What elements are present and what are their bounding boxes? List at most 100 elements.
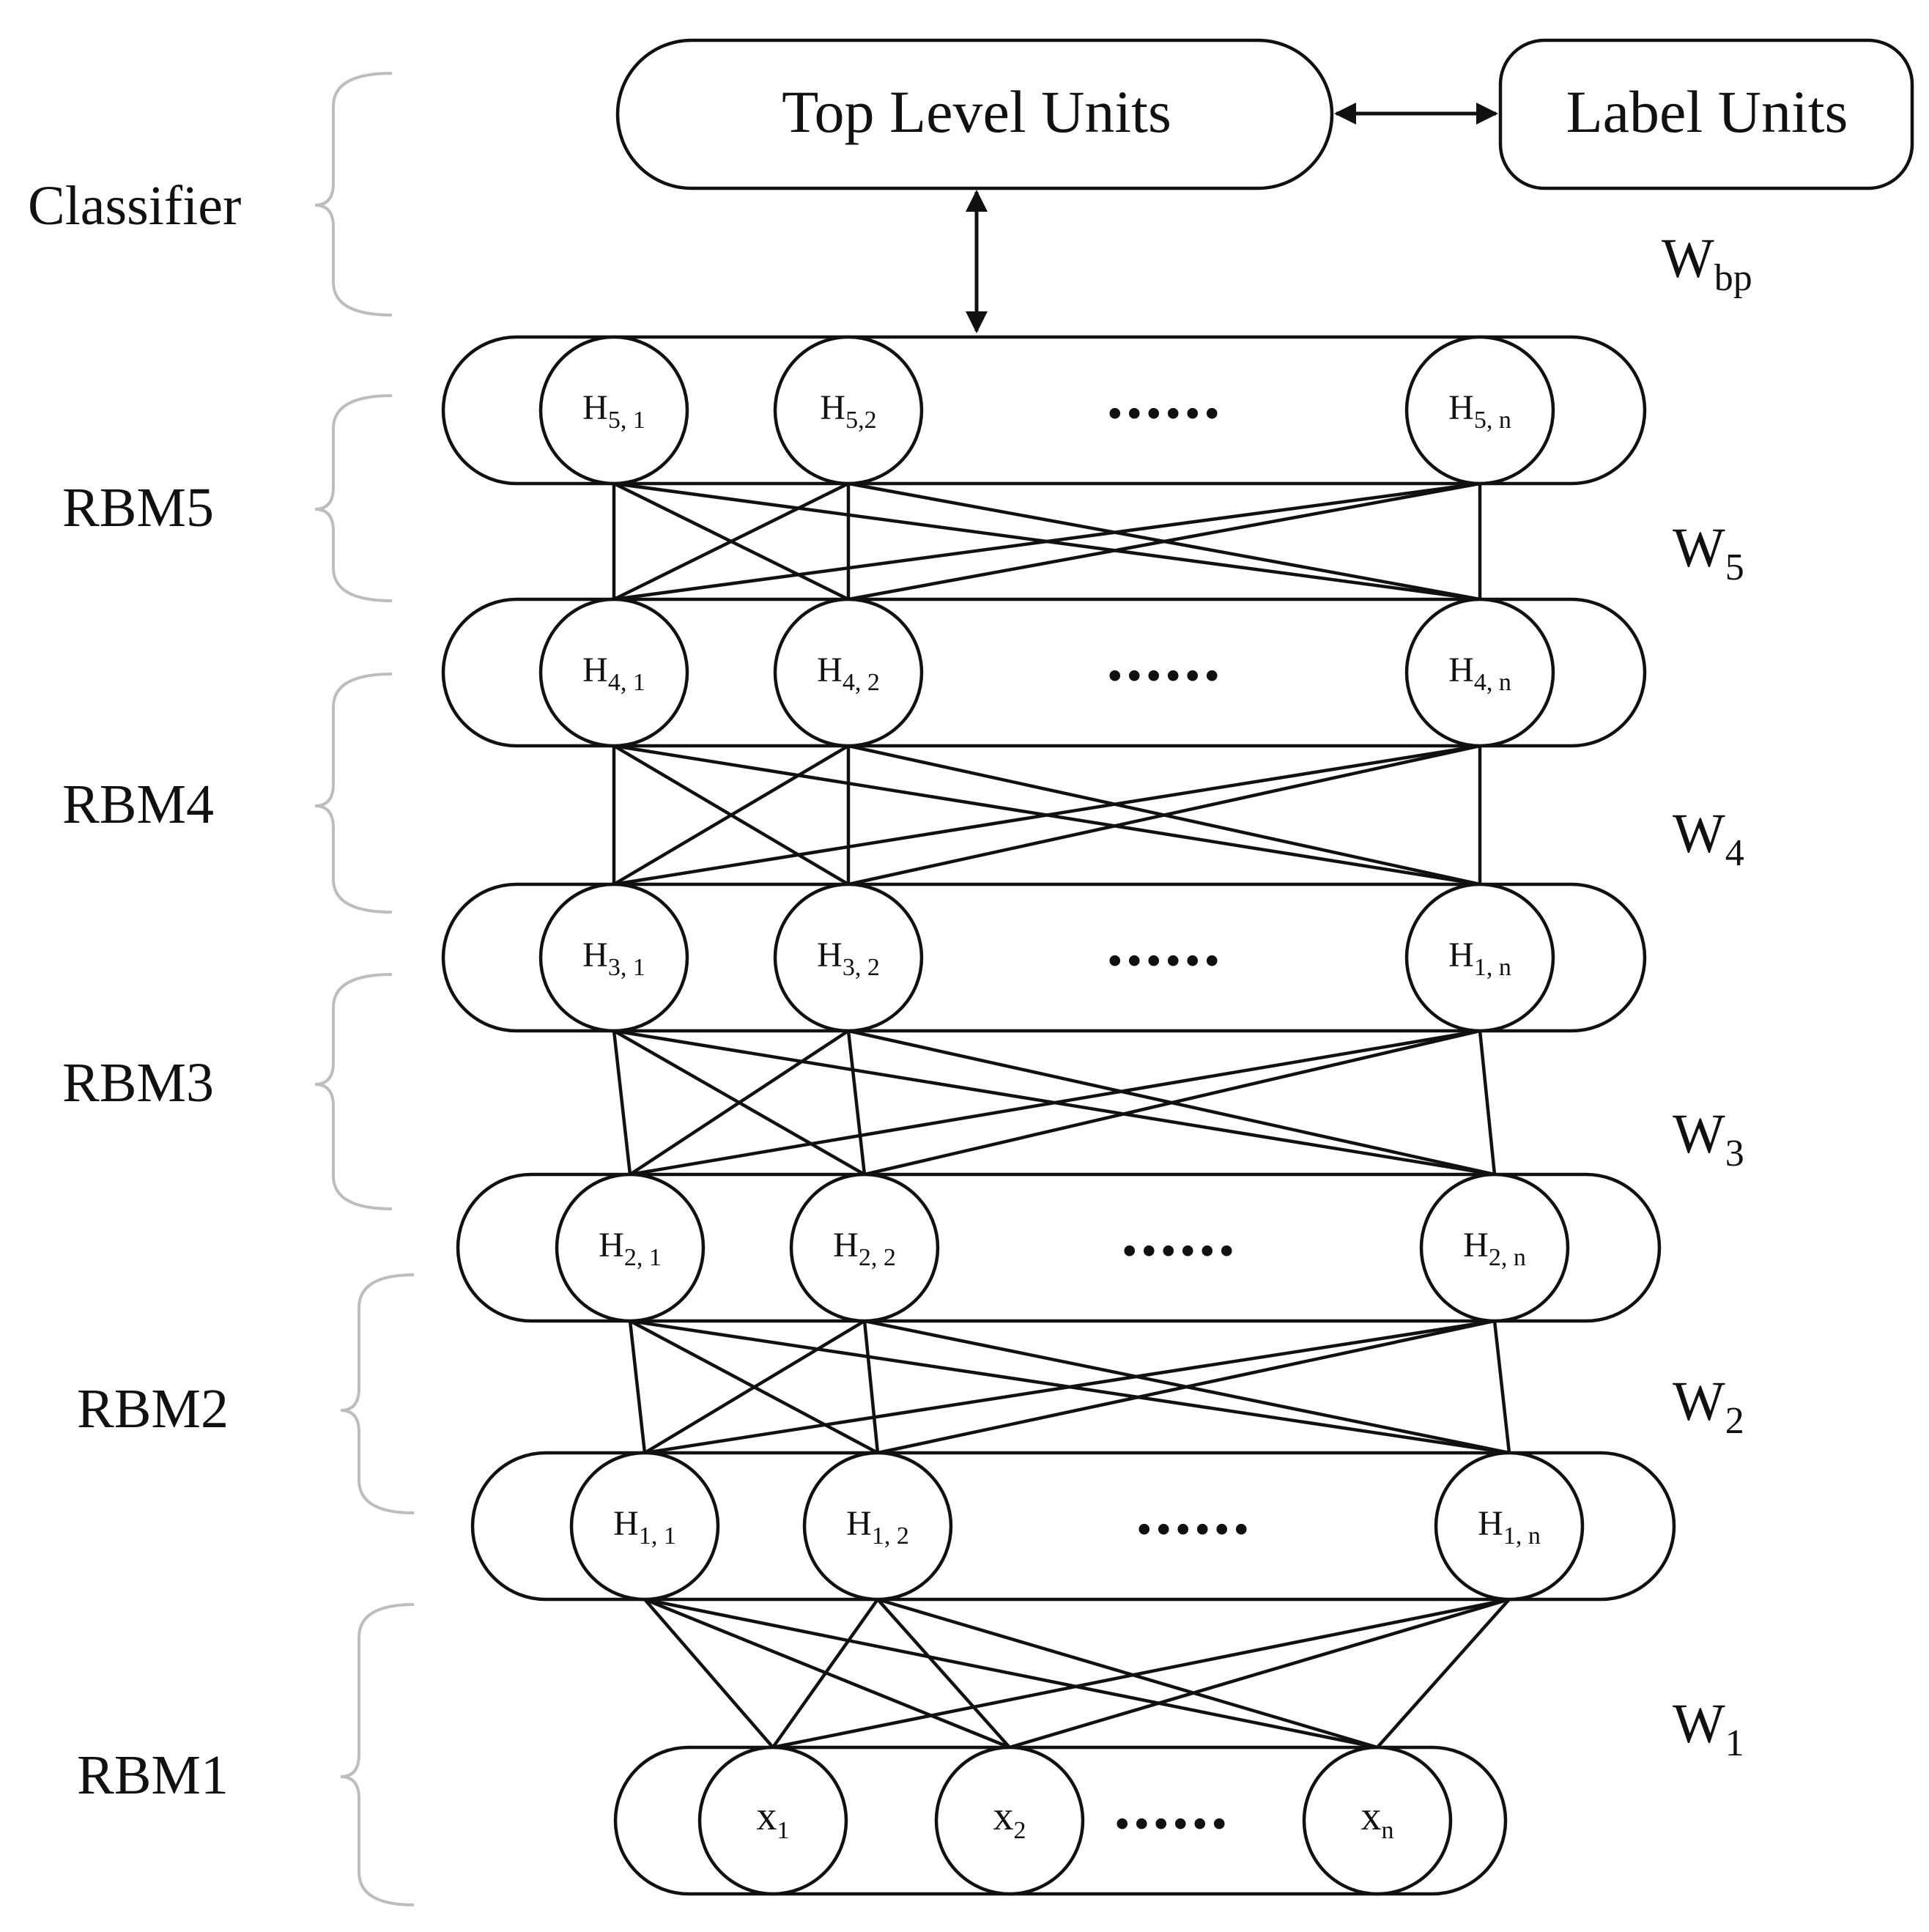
unit-node-x-3 xyxy=(1302,1745,1453,1896)
unit-label-x-2: x2 xyxy=(993,1794,1026,1844)
layer-h3: H3, 1 H3, 2 H1, n...... xyxy=(441,882,1647,1033)
edge-h4-2-to-h3-1 xyxy=(612,744,850,886)
top-level-units-box xyxy=(615,38,1334,190)
edge-h3-3-to-h2-1 xyxy=(629,1029,1481,1177)
edge-h2-3-to-h1-1 xyxy=(644,1319,1495,1455)
ellipsis-h2: ...... xyxy=(1122,1197,1238,1270)
unit-node-h3-1 xyxy=(538,882,689,1033)
edge-h4-3-to-h3-2 xyxy=(848,744,1481,887)
layer-h1: H1, 1 H1, 2 H1, n...... xyxy=(470,1451,1676,1602)
unit-label-h4-2: H4, 2 xyxy=(817,651,880,696)
weight-label-w2: W2 xyxy=(1673,1371,1744,1442)
unit-node-x-2 xyxy=(934,1745,1085,1896)
edge-h1-2-to-x-2 xyxy=(876,1598,1011,1749)
unit-label-h4-3: H4, n xyxy=(1448,651,1511,696)
unit-node-h4-2 xyxy=(773,597,924,748)
edge-h4-3-to-h3-1 xyxy=(613,744,1481,887)
svg-text:W4: W4 xyxy=(1673,803,1744,874)
brace-rbm3 xyxy=(314,973,393,1210)
edge-h1-1-to-x-3 xyxy=(644,1597,1378,1750)
unit-label-h3-1: H3, 1 xyxy=(582,936,645,981)
edge-h1-3-to-x-1 xyxy=(772,1597,1510,1750)
svg-text:W1: W1 xyxy=(1673,1693,1744,1764)
svg-text:W3: W3 xyxy=(1673,1103,1744,1174)
layer-container-h2 xyxy=(456,1172,1662,1323)
unit-label-h3-3: H1, n xyxy=(1448,936,1511,981)
edge-h2-2-to-h1-1 xyxy=(643,1320,866,1454)
ellipsis-h3: ...... xyxy=(1107,907,1223,980)
edge-h1-2-to-x-1 xyxy=(771,1598,879,1749)
edge-h1-2-to-x-3 xyxy=(877,1597,1378,1750)
edge-h3-3-to-h2-2 xyxy=(864,1029,1481,1177)
unit-node-h1-3 xyxy=(1434,1451,1585,1602)
edge-h3-1-to-h2-1 xyxy=(612,1030,632,1175)
edge-h2-2-to-h1-2 xyxy=(862,1320,880,1454)
unit-node-h4-3 xyxy=(1404,597,1555,748)
label-units-box xyxy=(1498,38,1914,190)
unit-node-h5-1 xyxy=(538,335,689,486)
layer-container-h5 xyxy=(441,335,1647,486)
unit-label-h1-1: H1, 1 xyxy=(613,1504,676,1550)
edge-h2-1-to-h1-1 xyxy=(628,1320,647,1454)
unit-label-h5-2: H5,2 xyxy=(820,388,876,434)
unit-node-h5-2 xyxy=(773,335,924,486)
connection-edges xyxy=(612,481,1511,1750)
unit-node-h4-1 xyxy=(538,597,689,748)
weight-label-w1: W1 xyxy=(1673,1693,1744,1764)
svg-text:W2: W2 xyxy=(1673,1371,1744,1442)
weight-label-w5: W5 xyxy=(1673,517,1744,588)
edge-h2-3-to-h1-2 xyxy=(877,1319,1495,1455)
brace-classifier xyxy=(314,72,393,317)
ellipsis-h5: ...... xyxy=(1107,360,1223,432)
ellipsis-h1: ...... xyxy=(1136,1476,1253,1548)
weight-label-w4: W4 xyxy=(1673,803,1744,874)
edge-h3-2-to-h2-2 xyxy=(846,1030,867,1175)
unit-label-h3-2: H3, 2 xyxy=(817,936,880,981)
unit-label-h4-1: H4, 1 xyxy=(582,651,645,696)
weight-label-wbp: Wbp xyxy=(1662,228,1752,299)
rbm3-label: RBM3 xyxy=(62,1052,214,1114)
layer-h4: H4, 1 H4, 2 H4, n...... xyxy=(441,597,1647,748)
edge-h5-3-to-h4-1 xyxy=(613,481,1481,602)
edge-h1-3-to-x-3 xyxy=(1376,1598,1511,1749)
svg-text:Wbp: Wbp xyxy=(1662,228,1752,299)
unit-label-h2-3: H2, n xyxy=(1463,1226,1526,1271)
ellipsis-h4: ...... xyxy=(1107,622,1223,695)
unit-node-h2-1 xyxy=(555,1172,706,1323)
layer-container-h1 xyxy=(470,1451,1676,1602)
brace-rbm1 xyxy=(340,1603,415,1906)
unit-label-h1-3: H1, n xyxy=(1478,1504,1541,1550)
layer-container-h4 xyxy=(441,597,1647,748)
unit-label-h2-2: H2, 2 xyxy=(833,1226,896,1271)
unit-node-h1-2 xyxy=(802,1451,953,1602)
ellipsis-x: ...... xyxy=(1114,1770,1231,1843)
svg-text:W5: W5 xyxy=(1673,517,1744,588)
edge-h2-3-to-h1-3 xyxy=(1492,1320,1511,1454)
unit-node-h3-3 xyxy=(1404,882,1555,1033)
left-braces xyxy=(314,72,415,1906)
unit-node-h2-2 xyxy=(789,1172,940,1323)
top-level-units-label: Top Level Units xyxy=(782,78,1171,145)
brace-rbm2 xyxy=(340,1273,415,1514)
brace-rbm5 xyxy=(314,394,393,602)
rbm4-label: RBM4 xyxy=(62,774,214,835)
edge-h3-3-to-h2-3 xyxy=(1478,1030,1497,1175)
rbm5-label: RBM5 xyxy=(62,477,214,538)
layer-container-h3 xyxy=(441,882,1647,1033)
unit-node-h1-1 xyxy=(569,1451,720,1602)
unit-node-x-1 xyxy=(697,1745,848,1896)
unit-node-h2-3 xyxy=(1419,1172,1570,1323)
label-units-label: Label Units xyxy=(1566,78,1848,145)
unit-node-h5-3 xyxy=(1404,335,1555,486)
edge-h3-2-to-h2-1 xyxy=(629,1029,850,1176)
weight-label-w3: W3 xyxy=(1673,1103,1744,1174)
brace-rbm4 xyxy=(314,673,393,914)
unit-label-x-1: x1 xyxy=(757,1794,790,1844)
edge-h5-2-to-h4-1 xyxy=(613,481,849,602)
classifier-label: Classifier xyxy=(28,175,241,237)
edge-h1-3-to-x-2 xyxy=(1009,1597,1510,1750)
unit-label-h1-2: H1, 2 xyxy=(846,1504,909,1550)
